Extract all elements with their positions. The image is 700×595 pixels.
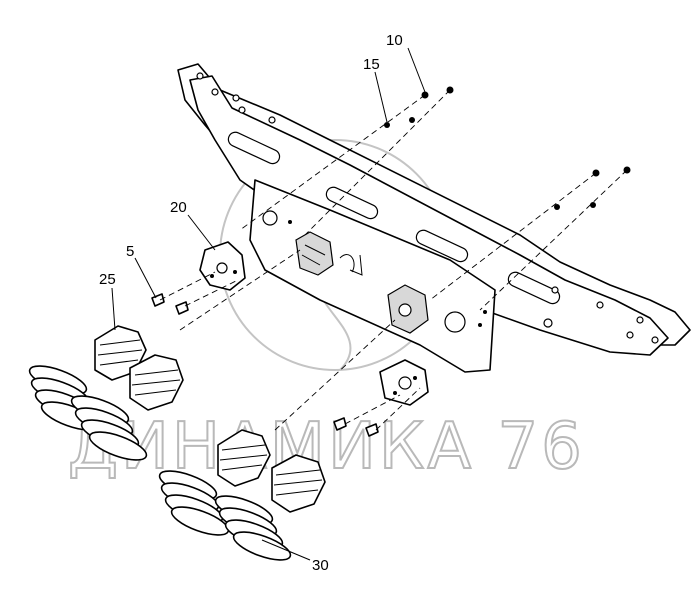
clamp-bracket-lower <box>379 284 429 406</box>
watermark-text: ДИНАМИКА 76 <box>68 410 585 484</box>
connector-assembly-upper <box>28 325 184 461</box>
cable-coil-lower-right <box>214 495 292 561</box>
callout-10: 10 <box>386 32 403 49</box>
cable-coil-lower-left <box>158 470 230 536</box>
fasteners-top <box>239 86 631 311</box>
callout-15: 15 <box>363 56 380 73</box>
cable-coil-upper-right <box>70 395 148 461</box>
frame-bracket <box>177 63 691 373</box>
callout-5: 5 <box>126 243 134 260</box>
callouts: 10 15 20 5 25 30 <box>99 32 403 574</box>
callout-30: 30 <box>312 557 329 574</box>
clamp-bracket-upper <box>199 231 334 291</box>
frame-holes <box>196 72 659 344</box>
watermark: ДИНАМИКА 76 <box>67 139 585 485</box>
callout-20: 20 <box>170 199 187 216</box>
callout-25: 25 <box>99 271 116 288</box>
connector-assembly-lower <box>158 429 326 561</box>
leader-lines <box>111 47 426 561</box>
